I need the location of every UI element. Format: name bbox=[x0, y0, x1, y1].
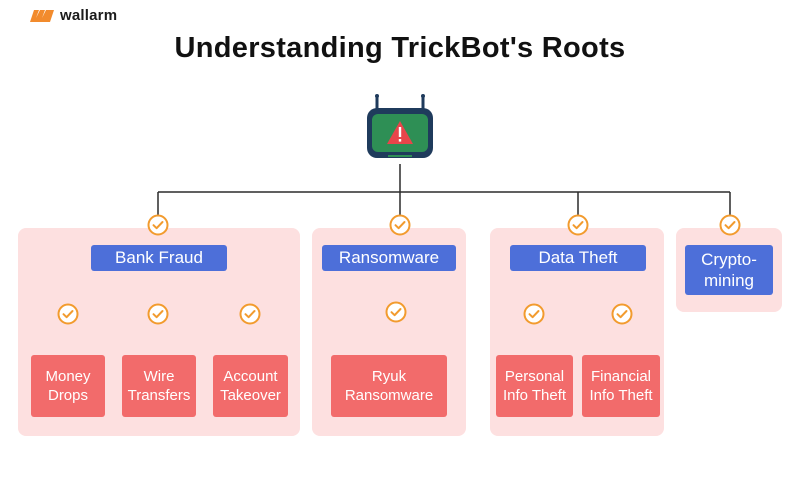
leaf-financial-info-theft: Financial Info Theft bbox=[582, 355, 660, 417]
check-icon bbox=[523, 303, 545, 325]
check-icon bbox=[567, 214, 589, 236]
leaf-account-takeover: Account Takeover bbox=[213, 355, 288, 417]
router-warning-icon bbox=[367, 94, 433, 158]
leaf-wire-transfers: Wire Transfers bbox=[122, 355, 196, 417]
branch-label-ransomware: Ransomware bbox=[322, 245, 456, 271]
check-icon bbox=[611, 303, 633, 325]
check-icon bbox=[385, 301, 407, 323]
check-icon bbox=[239, 303, 261, 325]
check-icon bbox=[147, 303, 169, 325]
check-icon bbox=[389, 214, 411, 236]
wallarm-logo-icon bbox=[30, 10, 54, 22]
leaf-personal-info-theft: Personal Info Theft bbox=[496, 355, 573, 417]
page-title: Understanding TrickBot's Roots bbox=[174, 32, 626, 64]
brand-name: wallarm bbox=[60, 6, 118, 24]
check-icon bbox=[57, 303, 79, 325]
check-icon bbox=[147, 214, 169, 236]
leaf-money-drops: Money Drops bbox=[31, 355, 105, 417]
brand-logo: wallarm bbox=[30, 4, 117, 26]
branch-label-bank-fraud: Bank Fraud bbox=[91, 245, 227, 271]
branch-label-data-theft: Data Theft bbox=[510, 245, 646, 271]
branch-label-crypto-mining: Crypto- mining bbox=[685, 245, 773, 295]
check-icon bbox=[719, 214, 741, 236]
leaf-ryuk-ransomware: Ryuk Ransomware bbox=[331, 355, 447, 417]
